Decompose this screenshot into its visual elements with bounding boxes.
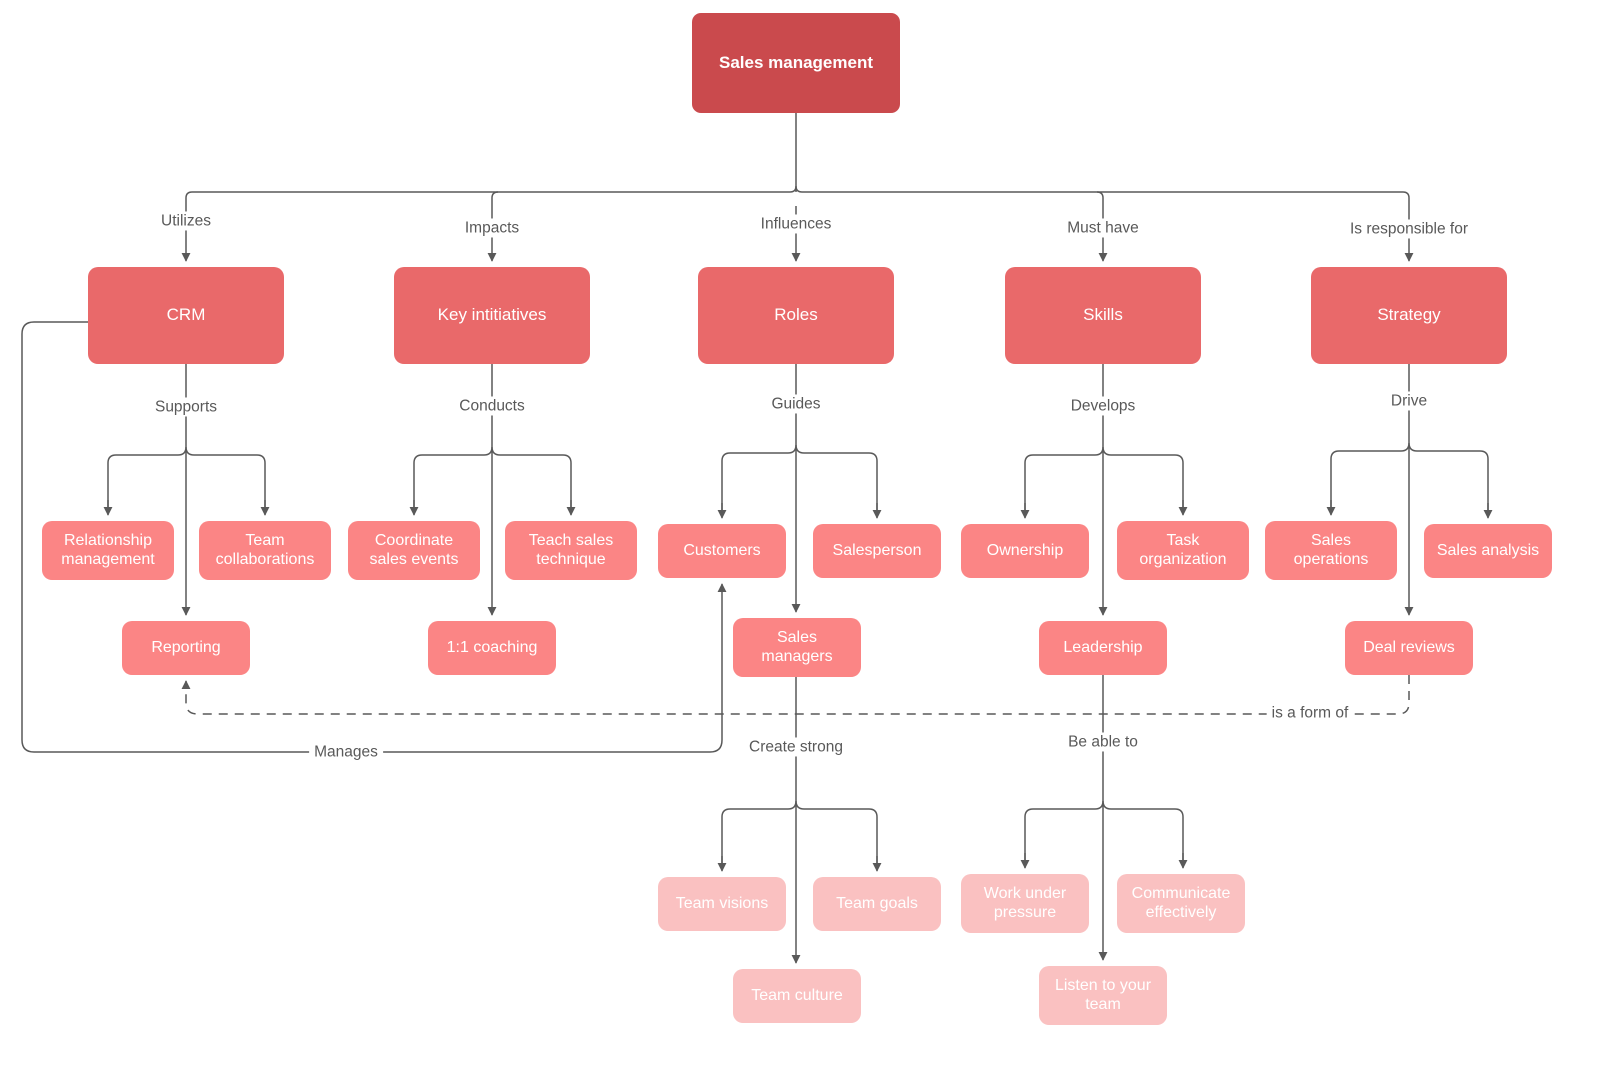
edge-label-utilizes: Utilizes [156,211,216,231]
edge-tier1-bus-mid [491,191,1104,206]
edge-label-create-strong: Create strong [744,737,848,757]
edge-label-guides: Guides [766,394,826,414]
edge-roles-fan [721,444,878,512]
edge-label-influences: Influences [755,214,837,234]
edge-crm-fan [107,446,266,509]
edge-label-is-a-form-of: is a form of [1266,703,1354,723]
node-task-organization[interactable]: Task organization [1117,521,1249,580]
node-strategy[interactable]: Strategy [1311,267,1507,364]
edge-label-drive: Drive [1385,391,1433,411]
node-skills[interactable]: Skills [1005,267,1201,364]
edge-salmg-fan [721,800,878,865]
edge-label-conducts: Conducts [454,396,530,416]
node-teach-sales-technique[interactable]: Teach sales technique [505,521,637,580]
node-sales-operations[interactable]: Sales operations [1265,521,1397,580]
node-key-initiatives[interactable]: Key intitiatives [394,267,590,364]
node-work-under-pressure[interactable]: Work under pressure [961,874,1089,933]
edge-deal-isaformof [181,675,1410,715]
edge-lead-fan [1024,800,1184,862]
node-listen-to-your-team[interactable]: Listen to your team [1039,966,1167,1025]
edge-tier1-bus [185,185,1410,206]
edge-label-manages: Manages [309,742,383,762]
node-team-visions[interactable]: Team visions [658,877,786,931]
edge-label-impacts: Impacts [459,218,525,238]
node-ownership[interactable]: Ownership [961,524,1089,578]
node-deal-reviews[interactable]: Deal reviews [1345,621,1473,675]
node-sales-management[interactable]: Sales management [692,13,900,113]
node-customers[interactable]: Customers [658,524,786,578]
node-crm[interactable]: CRM [88,267,284,364]
node-leadership[interactable]: Leadership [1039,621,1167,675]
edge-label-be-able-to: Be able to [1063,732,1143,752]
edge-label-must-have: Must have [1062,218,1144,238]
node-team-collaborations[interactable]: Team collaborations [199,521,331,580]
edge-label-is-responsible-for: Is responsible for [1344,219,1474,239]
edge-keyi-fan [413,446,572,509]
node-roles[interactable]: Roles [698,267,894,364]
node-team-goals[interactable]: Team goals [813,877,941,931]
node-coordinate-sales-events[interactable]: Coordinate sales events [348,521,480,580]
node-sales-analysis[interactable]: Sales analysis [1424,524,1552,578]
edge-crm-manages [21,321,727,753]
node-team-culture[interactable]: Team culture [733,969,861,1023]
edge-label-develops: Develops [1065,396,1141,416]
node-1-1-coaching[interactable]: 1:1 coaching [428,621,556,675]
node-communicate-effectively[interactable]: Communicate effectively [1117,874,1245,933]
edge-skills-fan [1024,446,1184,512]
node-salesperson[interactable]: Salesperson [813,524,941,578]
edge-label-supports: Supports [149,397,223,417]
node-reporting[interactable]: Reporting [122,621,250,675]
edge-strat-fan [1330,442,1489,512]
node-sales-managers[interactable]: Sales managers [733,618,861,677]
node-relationship-management[interactable]: Relationship management [42,521,174,580]
